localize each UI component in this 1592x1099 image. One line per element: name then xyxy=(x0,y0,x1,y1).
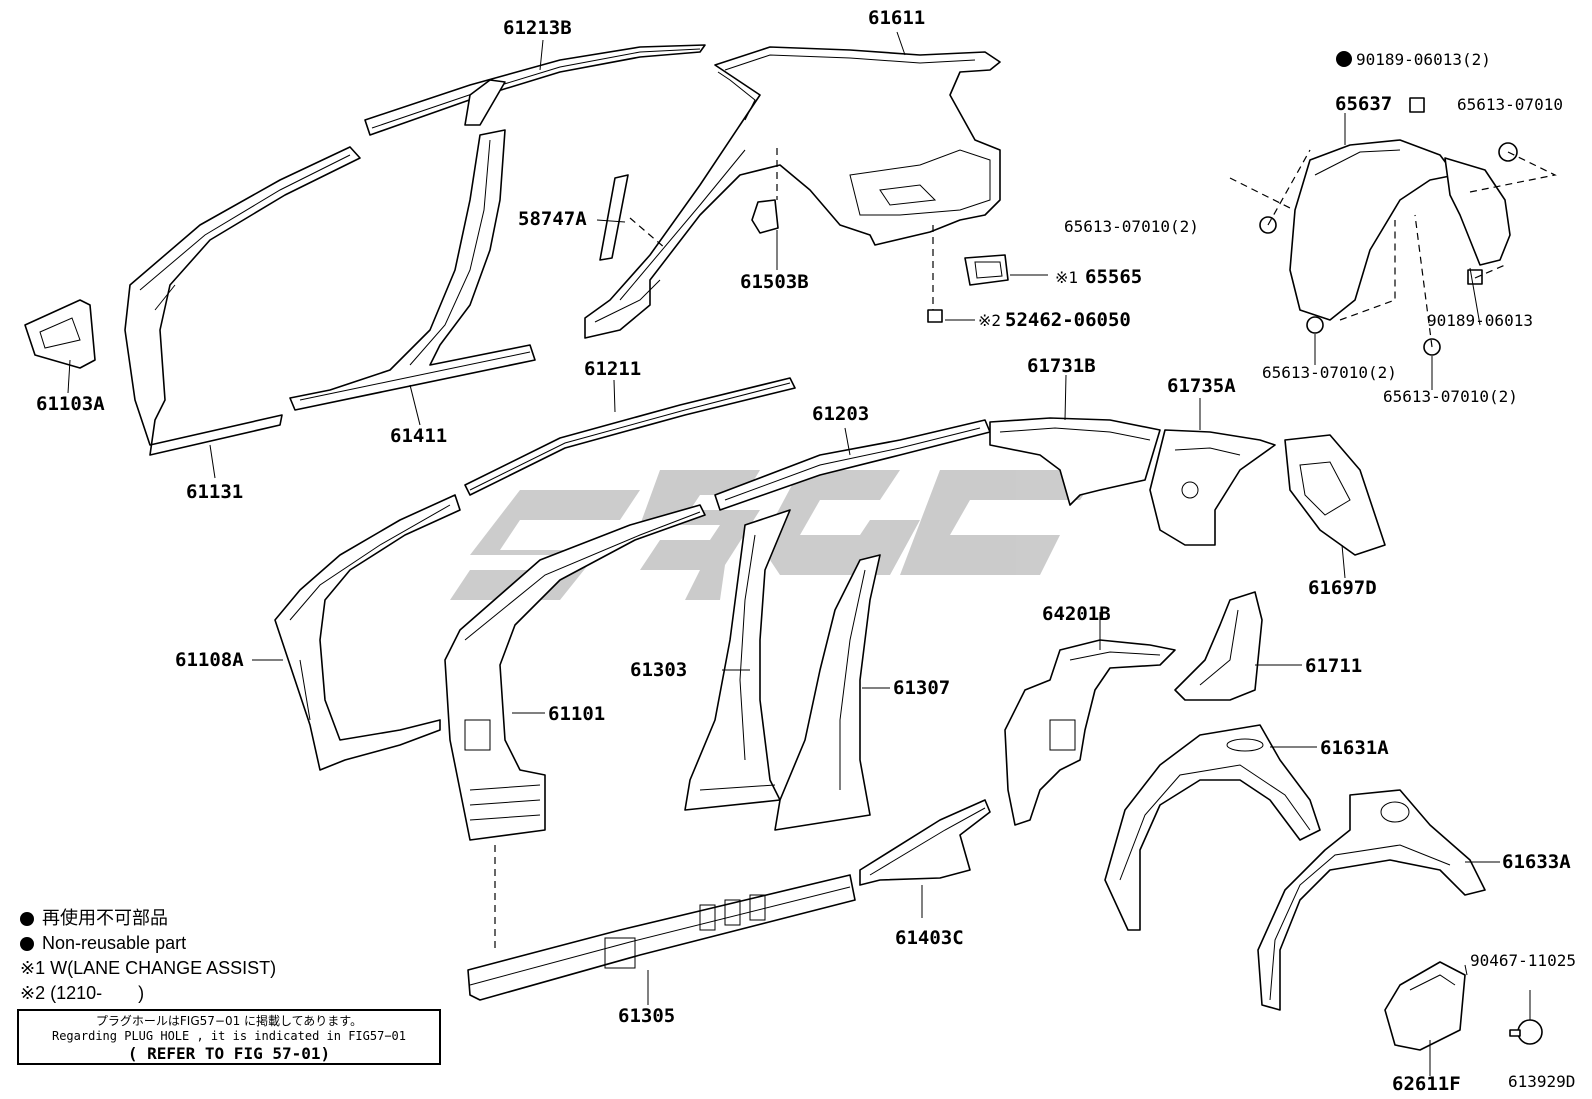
label-61108A: 61108A xyxy=(175,649,244,671)
note-jp: プラグホールはFIG57−01 に掲載してあります。 xyxy=(95,1014,363,1028)
part-52462-06050[interactable] xyxy=(927,309,943,323)
non-reusable-marker xyxy=(1336,51,1352,67)
label-61735A: 61735A xyxy=(1167,375,1236,397)
part-61403C[interactable] xyxy=(859,799,991,886)
dashed-guides xyxy=(494,148,1557,950)
legend-row-1: 再使用不可部品 xyxy=(20,906,276,931)
bullet-icon xyxy=(20,911,34,926)
part-65613-07010-bottom-left[interactable] xyxy=(1306,316,1324,334)
label-61131: 61131 xyxy=(186,481,243,503)
label-61203: 61203 xyxy=(812,403,869,425)
label-61103A: 61103A xyxy=(36,393,105,415)
label-61633A: 61633A xyxy=(1502,851,1571,873)
label-90189-06013-2: 90189-06013(2) xyxy=(1356,50,1491,69)
label-62611F: 62611F xyxy=(1392,1073,1461,1095)
legend-row-2: Non-reusable part xyxy=(20,931,276,956)
label-65613-07010-2-left: 65613-07010(2) xyxy=(1064,217,1199,236)
label-65637: 65637 xyxy=(1335,93,1392,115)
part-62611F[interactable] xyxy=(1384,961,1466,1051)
part-61131[interactable] xyxy=(124,146,361,456)
part-61731B[interactable] xyxy=(989,417,1161,506)
figure-number: 613929D xyxy=(1508,1072,1576,1091)
label-58747A: 58747A xyxy=(518,208,587,230)
label-61503B: 61503B xyxy=(740,271,809,293)
part-61108A[interactable] xyxy=(274,494,461,771)
label-90467-11025: 90467-11025 xyxy=(1470,951,1576,970)
reference-note: プラグホールはFIG57−01 に掲載してあります。 Regarding PLU… xyxy=(17,1009,441,1065)
label-61697D: 61697D xyxy=(1308,577,1377,599)
part-65637[interactable] xyxy=(1289,139,1511,321)
part-90467-11025[interactable] xyxy=(1509,1019,1543,1045)
legend-non-reusable-en: Non-reusable part xyxy=(42,933,187,953)
label-61211: 61211 xyxy=(584,358,641,380)
part-90189-06013-top[interactable] xyxy=(1409,97,1425,113)
label-61411: 61411 xyxy=(390,425,447,447)
note-en: Regarding PLUG HOLE , it is indicated in… xyxy=(51,1029,406,1043)
part-61411[interactable] xyxy=(289,129,536,411)
label-61731B: 61731B xyxy=(1027,355,1096,377)
legend-lane-change: ※1 W(LANE CHANGE ASSIST) xyxy=(20,958,277,978)
part-61631A[interactable] xyxy=(1104,724,1321,931)
label-90189-06013: 90189-06013 xyxy=(1427,311,1533,330)
label-64201B: 64201B xyxy=(1042,603,1111,625)
legend-row-3: ※1 W(LANE CHANGE ASSIST) xyxy=(20,956,276,981)
part-90189-06013-right[interactable] xyxy=(1467,269,1483,285)
part-61503B[interactable] xyxy=(751,199,779,234)
label-61305: 61305 xyxy=(618,1005,675,1027)
legend-non-reusable-jp: 再使用不可部品 xyxy=(42,908,168,928)
label-65613-07010-2-right: 65613-07010(2) xyxy=(1383,387,1518,406)
label-61403C: 61403C xyxy=(895,927,964,949)
legend: 再使用不可部品 Non-reusable part ※1 W(LANE CHAN… xyxy=(20,906,276,1006)
marker-year: ※2 xyxy=(978,311,1001,330)
part-61303[interactable] xyxy=(684,509,791,811)
legend-row-4: ※2 (1210- ) xyxy=(20,981,276,1006)
label-61303: 61303 xyxy=(630,659,687,681)
note-ref-link[interactable]: ( REFER TO FIG 57-01) xyxy=(127,1044,331,1063)
label-65565: 65565 xyxy=(1085,266,1142,288)
leader-lines xyxy=(67,31,1531,1076)
part-61735A[interactable] xyxy=(1149,429,1276,546)
part-65565[interactable] xyxy=(964,254,1009,286)
part-61307[interactable] xyxy=(774,554,881,831)
label-61631A: 61631A xyxy=(1320,737,1389,759)
label-52462-06050: 52462-06050 xyxy=(1005,309,1131,331)
part-61611[interactable] xyxy=(584,46,1001,339)
part-61211[interactable] xyxy=(464,377,796,496)
labels: 61213B 61611 58747A 61503B 65565 52462-0… xyxy=(36,7,1576,1095)
label-61101: 61101 xyxy=(548,703,605,725)
part-61633A[interactable] xyxy=(1257,789,1486,1011)
part-61697D[interactable] xyxy=(1284,434,1386,556)
part-61103A[interactable] xyxy=(24,299,96,369)
label-65613-07010: 65613-07010 xyxy=(1457,95,1563,114)
watermark-logo xyxy=(450,470,1100,600)
part-61305[interactable] xyxy=(467,874,856,1001)
part-61213B[interactable] xyxy=(364,44,706,136)
bullet-icon xyxy=(20,936,34,951)
label-61307: 61307 xyxy=(893,677,950,699)
label-65613-07010-2-bottom: 65613-07010(2) xyxy=(1262,363,1397,382)
label-61213B: 61213B xyxy=(503,17,572,39)
part-61711[interactable] xyxy=(1174,591,1263,701)
part-64201B[interactable] xyxy=(1004,639,1176,826)
label-61611: 61611 xyxy=(868,7,925,29)
part-61101[interactable] xyxy=(444,504,706,841)
legend-year: ※2 (1210- ) xyxy=(20,983,145,1003)
part-58747A[interactable] xyxy=(599,174,629,261)
marker-lane-change: ※1 xyxy=(1055,268,1078,287)
label-61711: 61711 xyxy=(1305,655,1362,677)
